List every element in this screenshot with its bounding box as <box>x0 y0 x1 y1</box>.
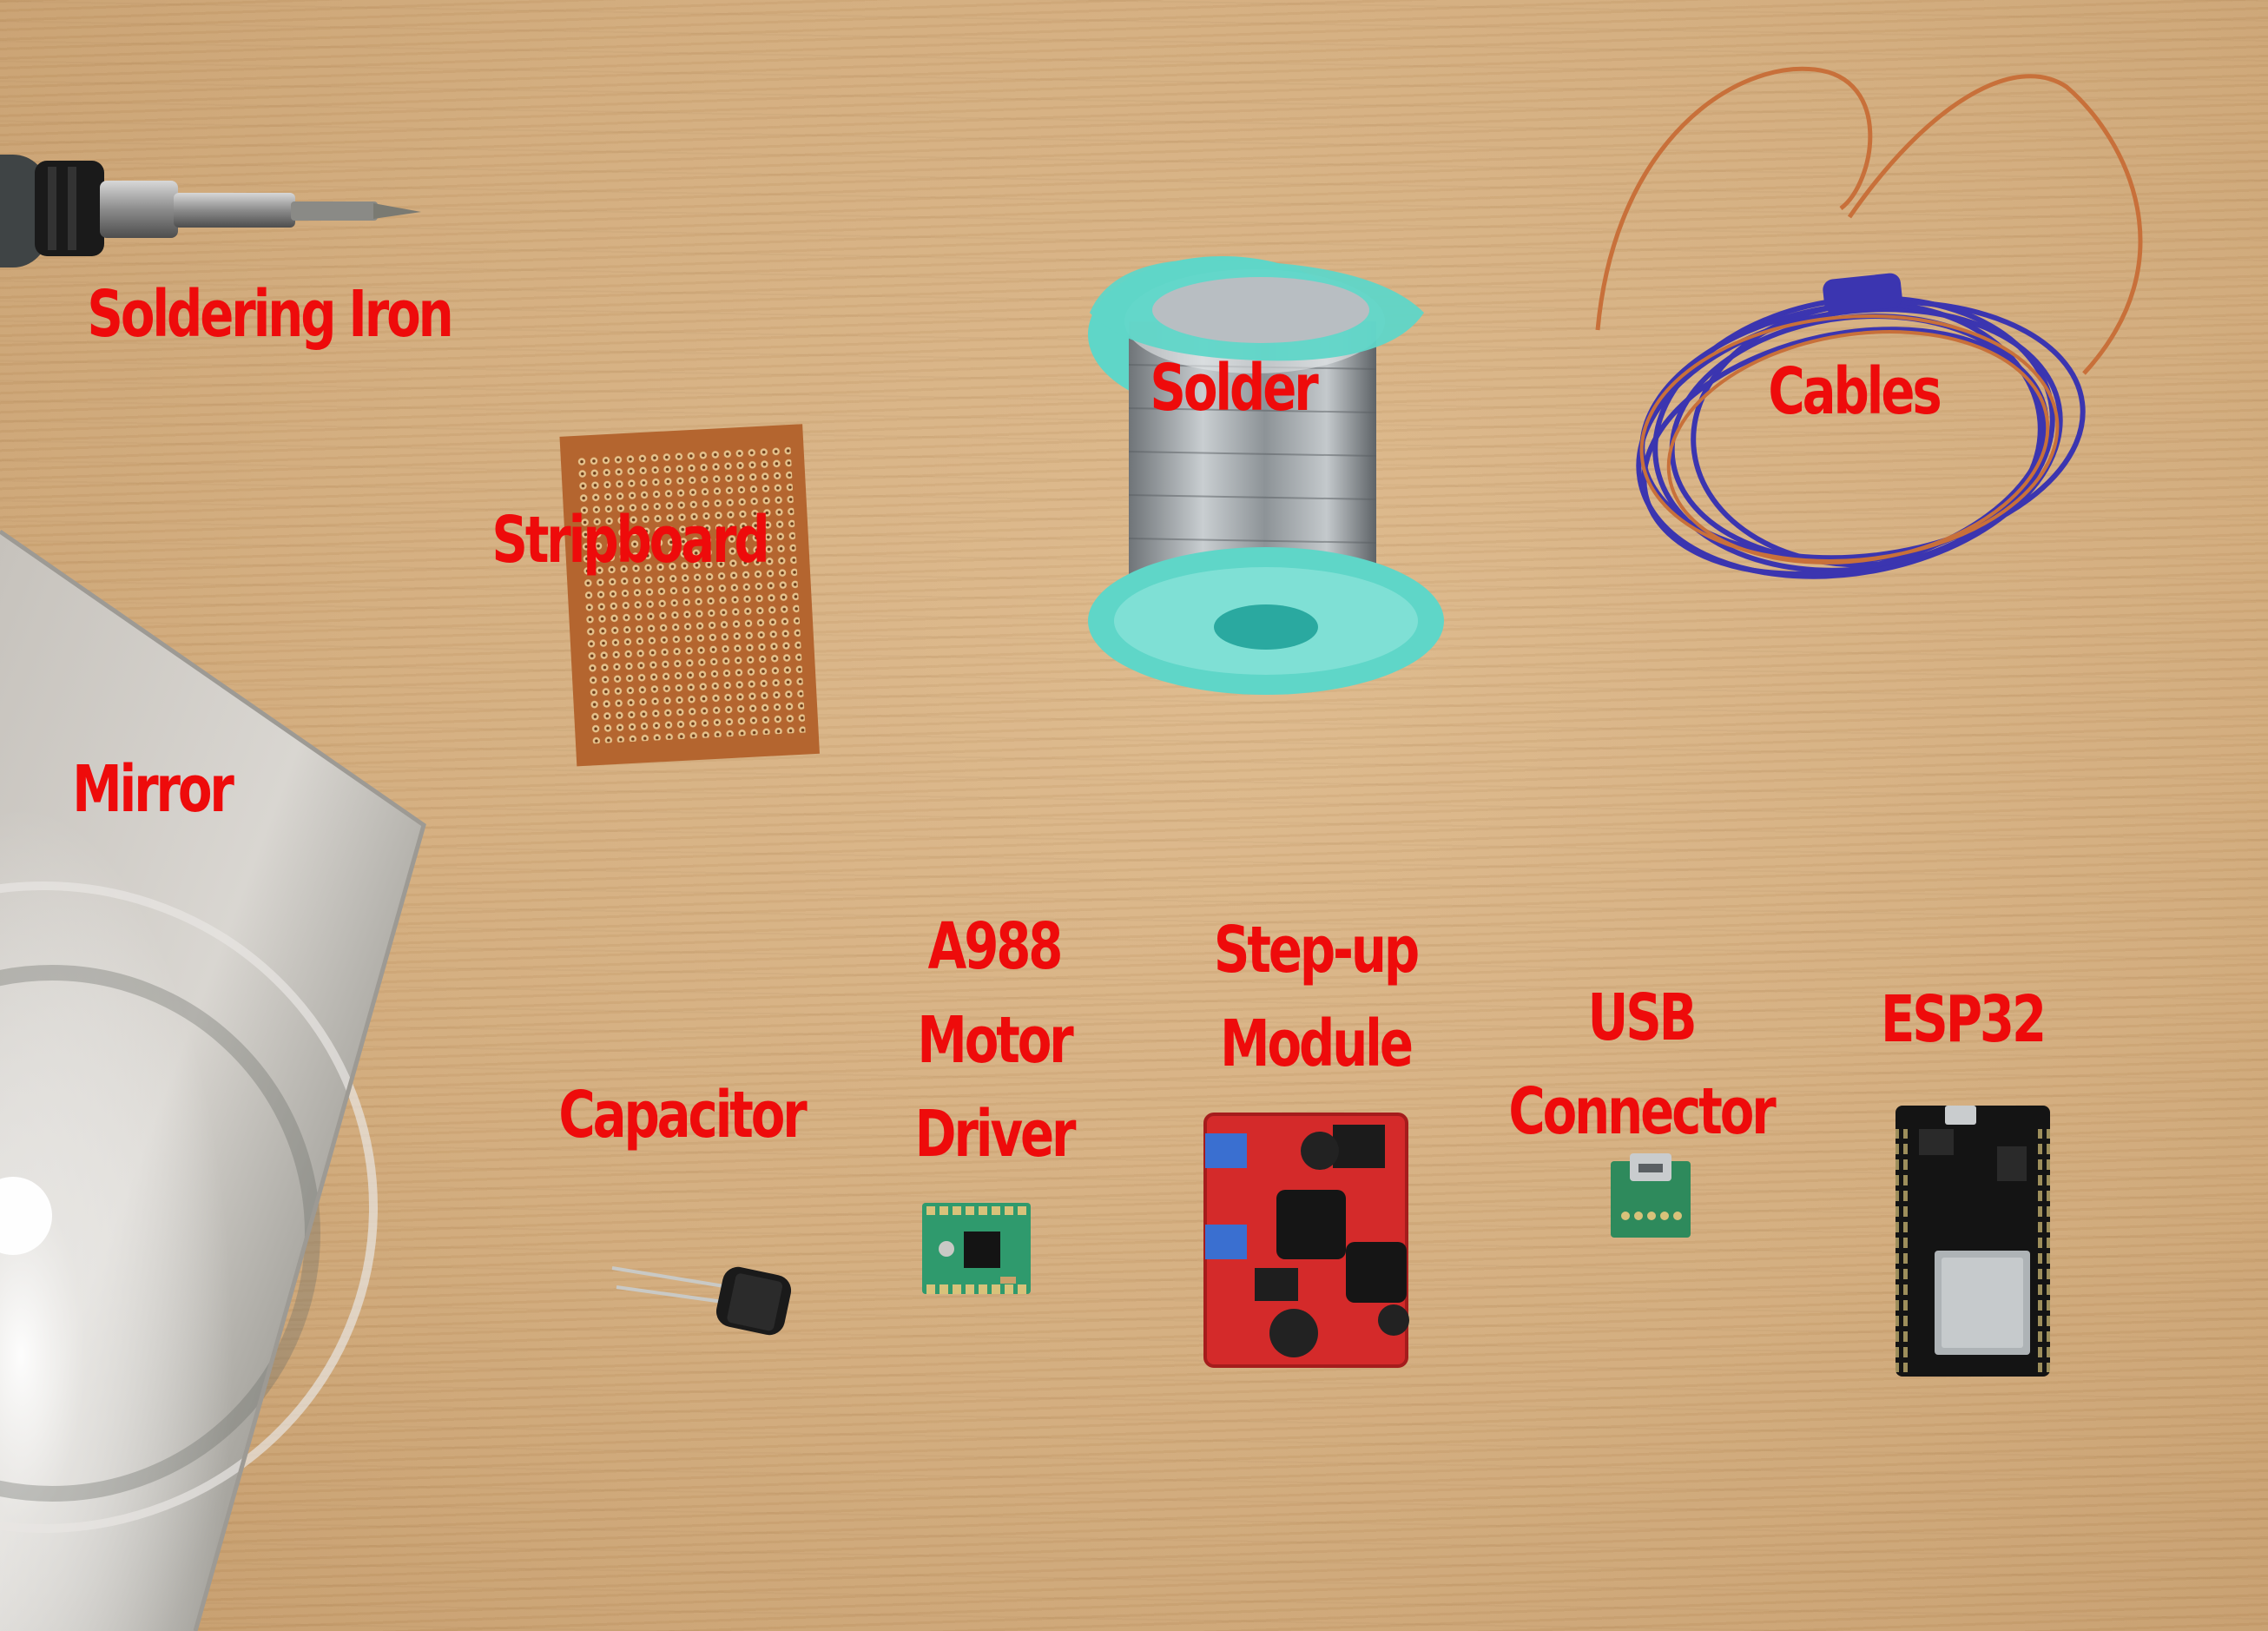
label-solder: Solder <box>1131 351 1335 426</box>
label-motor-driver-line1: A988 <box>927 909 1064 984</box>
esp32-board <box>1895 1106 2050 1377</box>
label-soldering-iron: Soldering Iron <box>59 277 479 352</box>
usb-connector-board <box>1611 1153 1691 1238</box>
label-soldering-iron-text: Soldering Iron <box>87 277 453 352</box>
label-usb-connector-line2: Connector <box>1508 1074 1776 1149</box>
label-motor-driver-line2: Motor <box>917 1003 1073 1078</box>
label-step-up-line1: Step-up <box>1213 913 1420 987</box>
solder-spool <box>1088 256 1444 695</box>
step-up-module <box>1203 1113 1409 1368</box>
label-stripboard: Stripboard <box>478 503 782 578</box>
label-esp32: ESP32 <box>1861 982 2064 1057</box>
label-cables: Cables <box>1763 358 1946 426</box>
label-capacitor: Capacitor <box>557 1078 807 1152</box>
label-mirror: Mirror <box>61 752 244 827</box>
label-esp32-text: ESP32 <box>1880 982 2047 1057</box>
mirror <box>0 529 426 1631</box>
label-motor-driver: A988 Motor Driver <box>896 900 1092 1181</box>
label-motor-driver-line3: Driver <box>914 1097 1077 1172</box>
label-usb-connector-line1: USB <box>1587 981 1697 1055</box>
cable-coil <box>1595 66 2143 579</box>
label-capacitor-text: Capacitor <box>558 1078 807 1152</box>
stripboard <box>559 424 820 767</box>
label-solder-text: Solder <box>1150 351 1318 426</box>
capacitor <box>611 1266 792 1336</box>
label-step-up-line2: Module <box>1220 1007 1414 1081</box>
label-usb-connector: USB Connector <box>1506 971 1777 1159</box>
label-mirror-text: Mirror <box>72 752 234 827</box>
label-stripboard-text: Stripboard <box>491 503 769 578</box>
soldering-iron <box>0 155 421 267</box>
motor-driver-board <box>922 1203 1031 1294</box>
label-step-up: Step-up Module <box>1190 903 1441 1091</box>
label-cables-text: Cables <box>1768 354 1942 429</box>
